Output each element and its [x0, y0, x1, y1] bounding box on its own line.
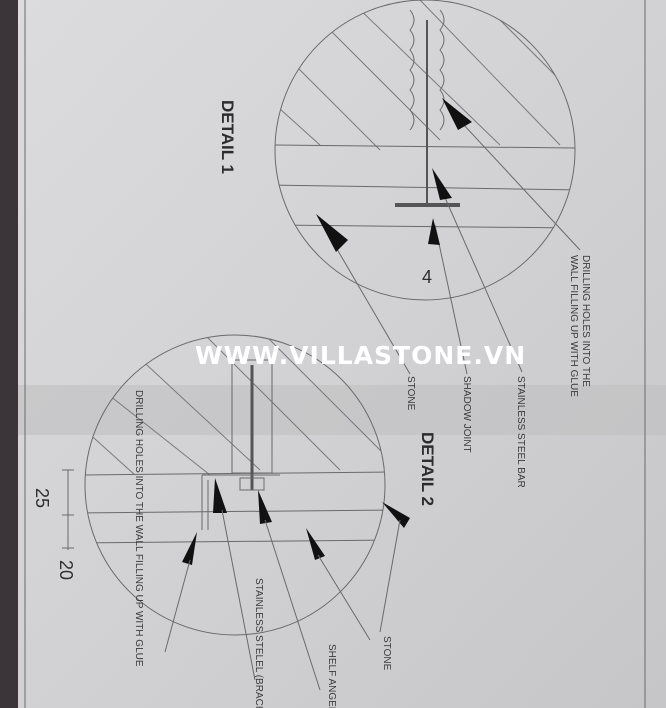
detail-1-title: DETAIL 1 — [218, 100, 237, 174]
detail-1-label-drilling: DRILLING HOLES INTO THE — [580, 255, 591, 387]
detail-1-dimension: 4 — [422, 267, 432, 287]
detail-1-label-stone: STONE — [405, 376, 416, 411]
detail-2-label-bracket: STAINLESS STELEL (BRACKET) — [253, 578, 264, 708]
detail-2-leaders — [164, 478, 410, 691]
detail-2-circle — [84, 334, 386, 636]
detail-2-dimension-20: 20 — [56, 560, 76, 580]
detail-1-circle — [274, 0, 576, 301]
detail-2-dimension-line — [62, 469, 74, 550]
detail-2-label-drilling: DRILLING HOLES INTO THE WALL FILLING UP … — [133, 390, 144, 667]
detail-2-title: DETAIL 2 — [418, 432, 437, 506]
dark-edge — [0, 0, 18, 708]
detail-1-label-shadow-joint: SHADOW JOINT — [461, 376, 472, 453]
detail-2-dimension-25: 25 — [32, 488, 52, 508]
paper-fold — [18, 385, 666, 435]
watermark: WWW.VILLASTONE.VN — [195, 341, 526, 370]
detail-2-label-stone: STONE — [381, 636, 392, 671]
detail-1-leaders — [316, 98, 581, 375]
detail-2-label-shelf-angels: SHELF ANGELS — [326, 644, 337, 708]
detail-1-label-steel-bar: STAINLESS STEEL BAR — [515, 376, 526, 488]
detail-1-label-glue: WALL FILLING UP WITH GLUE — [568, 255, 579, 397]
